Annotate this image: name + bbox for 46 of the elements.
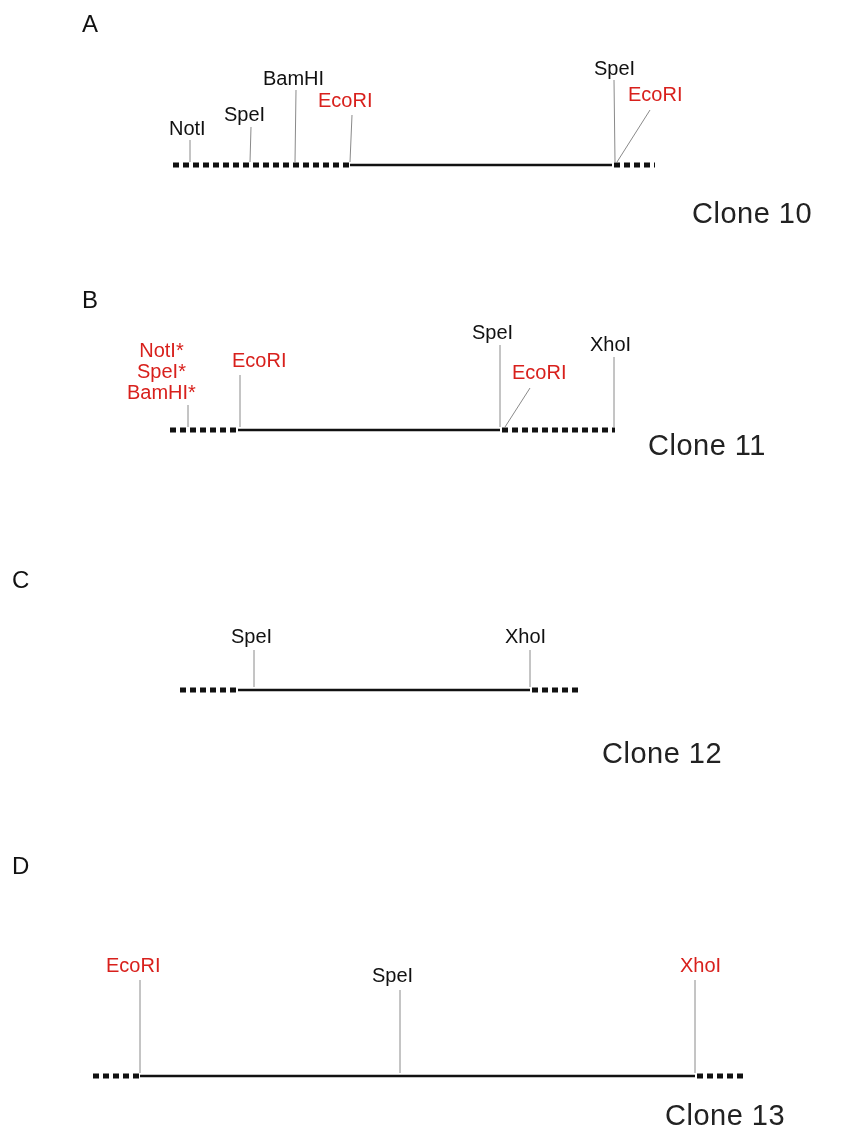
leader-line bbox=[139, 979, 141, 1074]
enzyme-site-label: NotI bbox=[169, 116, 206, 140]
leader-line bbox=[504, 387, 531, 428]
panel-letter: A bbox=[82, 10, 98, 38]
leader-line bbox=[613, 356, 615, 428]
panel-letter: B bbox=[82, 286, 98, 314]
leader-line bbox=[499, 344, 501, 428]
leader-line bbox=[399, 989, 401, 1074]
leader-line bbox=[253, 649, 255, 688]
panel-letter: D bbox=[12, 852, 30, 880]
clone-name: Clone 13 bbox=[665, 1098, 786, 1132]
enzyme-site-label: SpeI bbox=[231, 624, 273, 648]
dna-line bbox=[173, 162, 655, 168]
enzyme-site-label: EcoRI bbox=[512, 360, 567, 384]
enzyme-site-label: SpeI* bbox=[137, 361, 186, 382]
enzyme-site-label: SpeI bbox=[594, 56, 636, 80]
leader-line bbox=[349, 114, 353, 163]
dna-line bbox=[180, 687, 578, 693]
enzyme-site-label: XhoI bbox=[590, 332, 632, 356]
enzyme-site-label: BamHI bbox=[263, 66, 325, 90]
enzyme-site-label: SpeI bbox=[224, 102, 266, 126]
enzyme-site-label: XhoI bbox=[680, 953, 722, 977]
enzyme-site-label: SpeI bbox=[472, 320, 514, 344]
leader-line bbox=[187, 404, 189, 428]
leader-line bbox=[294, 89, 297, 163]
leader-line bbox=[616, 109, 651, 163]
leader-line bbox=[613, 79, 616, 163]
leader-line bbox=[239, 374, 241, 428]
dna-line bbox=[170, 427, 615, 433]
enzyme-site-label: EcoRI bbox=[628, 82, 683, 106]
enzyme-site-label: EcoRI bbox=[232, 348, 287, 372]
enzyme-site-label: BamHI* bbox=[127, 382, 196, 403]
clone-name: Clone 10 bbox=[692, 196, 813, 230]
clone-name: Clone 11 bbox=[648, 428, 766, 462]
enzyme-site-label: NotI* bbox=[139, 340, 184, 361]
leader-line bbox=[189, 139, 191, 163]
enzyme-site-label: XhoI bbox=[505, 624, 547, 648]
panel-letter: C bbox=[12, 566, 30, 594]
leader-line bbox=[694, 979, 696, 1074]
clone-name: Clone 12 bbox=[602, 736, 723, 770]
leader-line bbox=[249, 126, 252, 163]
leader-line bbox=[529, 649, 531, 688]
enzyme-site-label: SpeI bbox=[372, 963, 414, 987]
enzyme-site-label: EcoRI bbox=[318, 88, 373, 112]
enzyme-site-label: EcoRI bbox=[106, 953, 161, 977]
dna-line bbox=[93, 1073, 745, 1079]
